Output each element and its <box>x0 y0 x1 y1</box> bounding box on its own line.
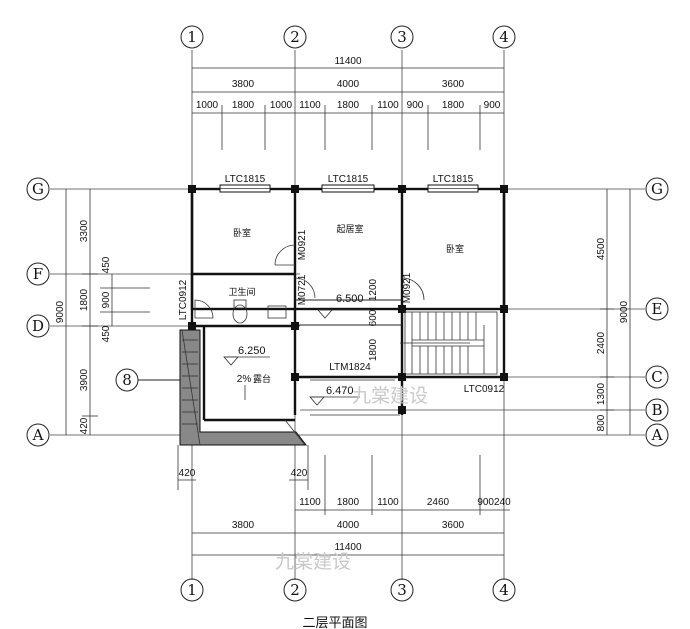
label-1800v: 1800 <box>368 338 379 361</box>
dim-bottom-bay-3: 3600 <box>442 520 465 531</box>
dim-left-detail-1: 450 <box>101 256 112 273</box>
room-bathroom: 卫生间 <box>228 286 255 298</box>
left-dimensions: 9000 3300 1800 3900 420 450 900 450 <box>55 189 150 435</box>
dim-bottom-detail-1: 1100 <box>299 497 321 508</box>
dim-bottom-detail-4: 2460 <box>427 497 450 508</box>
dim-top-total: 11400 <box>334 56 362 67</box>
dim-top-detail-6: 1100 <box>377 100 399 111</box>
watermark-text-bottom: 九棠建设 <box>275 551 351 573</box>
axis-label-1-bottom: 1 <box>187 581 197 599</box>
dim-top-detail-1: 1000 <box>196 100 219 111</box>
dim-bottom-bay-2: 4000 <box>337 520 360 531</box>
dim-top-bay-3: 3600 <box>442 79 465 90</box>
label-m0921-a: M0921 <box>297 229 308 260</box>
dim-top-detail-8: 1800 <box>442 100 465 111</box>
dim-top-detail-5: 1800 <box>337 100 360 111</box>
drawing-labels: LTC1815 LTC1815 LTC1815 卧室 起居室 卧室 卫生间 露台… <box>178 174 505 629</box>
dim-top-bay-1: 3800 <box>232 79 255 90</box>
elevation-markers <box>223 309 400 416</box>
room-bedroom-right: 卧室 <box>446 243 464 255</box>
dim-left-detail-3: 450 <box>101 325 112 342</box>
dim-bottom-detail-5: 900240 <box>477 497 511 508</box>
top-windows <box>219 184 479 193</box>
dim-left-420: 420 <box>79 417 90 434</box>
dim-bottom-detail-3: 1100 <box>377 497 399 508</box>
axis-label-A-right: A <box>651 426 663 444</box>
axis-label-F: F <box>33 265 43 283</box>
axis-label-2-top: 2 <box>290 28 300 46</box>
balcony-parapet <box>179 329 308 446</box>
columns <box>188 185 508 414</box>
room-living: 起居室 <box>336 223 363 235</box>
dim-left-3300: 3300 <box>79 219 90 242</box>
axis-label-B: B <box>651 401 662 419</box>
dim-top-detail-9: 900 <box>484 100 501 111</box>
dim-left-1800: 1800 <box>79 288 90 311</box>
dim-left-3900: 3900 <box>79 368 90 391</box>
elevation-6250: 6.250 <box>238 345 266 357</box>
label-ltc0912-left: LTC0912 <box>178 279 189 320</box>
axis-label-1-top: 1 <box>187 28 197 46</box>
top-dimensions: 11400 3800 4000 3600 1000 1800 1000 1100… <box>192 56 504 150</box>
dim-left-total: 9000 <box>55 300 66 323</box>
dim-right-total: 9000 <box>619 300 630 323</box>
axis-bubbles: 1 2 3 4 1 2 3 4 G F D A G E C B A 8 <box>26 25 669 602</box>
label-ltc0912-right: LTC0912 <box>464 384 505 395</box>
bottom-dimensions: 420 420 1100 1800 1100 2460 900240 3800 … <box>177 445 511 556</box>
label-600: 600 <box>368 309 379 326</box>
axis-label-3-top: 3 <box>397 28 407 46</box>
window-label-2: LTC1815 <box>328 174 369 185</box>
dim-bottom-bay-1: 3800 <box>232 520 255 531</box>
label-m0721: M0721 <box>297 274 308 305</box>
dim-top-bay-2: 4000 <box>337 79 360 90</box>
dim-top-detail-2: 1800 <box>232 100 255 111</box>
room-bedroom-left: 卧室 <box>233 227 251 239</box>
window-label-3: LTC1815 <box>433 174 474 185</box>
elevation-6500: 6.500 <box>336 293 364 305</box>
dim-top-detail-4: 1100 <box>299 100 321 111</box>
stairs <box>400 311 498 375</box>
dim-right-2400: 2400 <box>596 331 607 354</box>
axis-label-C: C <box>651 368 662 386</box>
dim-bottom-detail-2: 1800 <box>337 497 360 508</box>
axis-label-G-right: G <box>651 180 663 198</box>
axis-label-A-left: A <box>32 426 44 444</box>
label-1200: 1200 <box>368 278 379 301</box>
label-ltm1824: LTM1824 <box>329 362 371 373</box>
axis-label-E: E <box>652 300 663 318</box>
axis-label-D: D <box>32 317 44 335</box>
axis-label-G-left: G <box>32 180 44 198</box>
dim-bottom-small-2: 420 <box>291 468 308 479</box>
right-dimensions: 9000 4500 2400 1300 800 <box>596 189 631 435</box>
dim-right-800: 800 <box>596 414 607 431</box>
watermark-text: 九棠建设 <box>352 385 428 407</box>
elevation-6470: 6.470 <box>326 385 354 397</box>
bathroom-fixtures <box>194 299 287 324</box>
dim-right-1300: 1300 <box>596 382 607 405</box>
doors <box>274 244 425 301</box>
dim-right-4500: 4500 <box>596 237 607 260</box>
window-label-1: LTC1815 <box>225 174 266 185</box>
label-m0921-b: M0921 <box>402 272 413 303</box>
dim-left-detail-2: 900 <box>101 291 112 308</box>
axis-label-8: 8 <box>122 371 132 389</box>
drawing-title: 二层平面图 <box>302 616 367 629</box>
dim-bottom-total: 11400 <box>334 542 362 553</box>
dim-bottom-small-1: 420 <box>179 468 196 479</box>
dim-top-detail-7: 900 <box>407 100 424 111</box>
room-terrace: 露台 <box>253 373 271 385</box>
axis-label-2-bottom: 2 <box>290 581 300 599</box>
label-slope: 2% <box>237 374 252 385</box>
axis-label-4-bottom: 4 <box>499 581 509 599</box>
axis-label-3-bottom: 3 <box>397 581 407 599</box>
axis-label-4-top: 4 <box>499 28 509 46</box>
dim-top-detail-3: 1000 <box>270 100 293 111</box>
